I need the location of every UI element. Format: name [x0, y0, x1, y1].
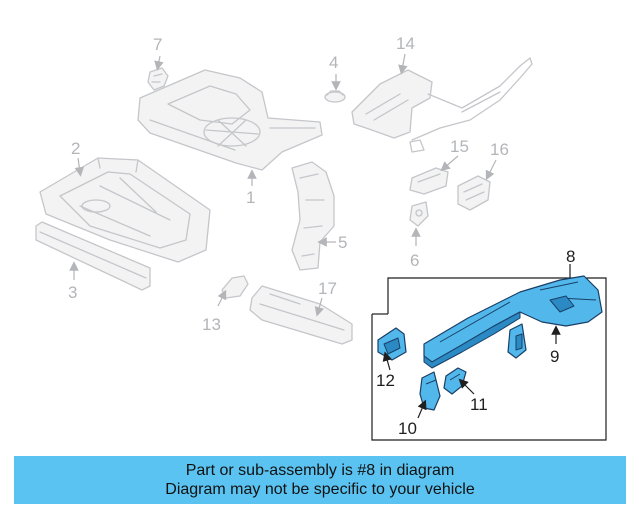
- parts-diagram: 7 4 14 2 1 15 16 5 6 3 13 17 8 9 12 10 1…: [35, 34, 607, 441]
- callout-7: 7: [153, 35, 162, 54]
- part-11-bracket: [443, 367, 467, 395]
- callout-17: 17: [318, 279, 337, 298]
- part-17-crossmember: [249, 285, 353, 345]
- part-9-rear-side-member: [423, 275, 603, 369]
- callout-6: 6: [410, 251, 419, 270]
- part-3-sill-rail: [35, 221, 151, 291]
- part-16-bracket: [457, 175, 491, 211]
- banner-line-1: Part or sub-assembly is #8 in diagram: [185, 462, 455, 479]
- callout-10: 10: [398, 419, 417, 438]
- leader-10: [417, 399, 427, 419]
- part-5-rear-pillar: [291, 161, 335, 271]
- callout-11: 11: [470, 395, 488, 414]
- part-14-rear-side-member: [351, 57, 533, 153]
- info-banner: Part or sub-assembly is #8 in diagram Di…: [14, 456, 626, 504]
- callout-15: 15: [450, 137, 469, 156]
- callout-1: 1: [246, 188, 255, 207]
- part-1-rear-floor-pan: [137, 69, 323, 171]
- part-9-upright-bracket: [507, 323, 527, 359]
- callout-8: 8: [566, 247, 575, 266]
- callout-16: 16: [490, 140, 509, 159]
- banner-line-2: Diagram may not be specific to your vehi…: [165, 481, 475, 498]
- part-13-gusset: [221, 275, 249, 299]
- leader-17: [314, 297, 324, 317]
- leader-2: [74, 157, 85, 177]
- callout-13: 13: [202, 315, 221, 334]
- leader-12: [382, 351, 392, 371]
- part-15-bracket: [409, 167, 449, 195]
- callout-5: 5: [338, 233, 347, 252]
- callout-12: 12: [376, 371, 395, 390]
- callout-4: 4: [329, 53, 338, 72]
- callout-9: 9: [550, 347, 559, 366]
- leader-11: [458, 378, 475, 395]
- leader-14: [398, 53, 408, 75]
- assembly-8-box: [371, 277, 607, 441]
- leader-13: [217, 289, 227, 307]
- leader-7: [154, 55, 164, 71]
- leader-15: [440, 155, 459, 172]
- part-12-bracket: [377, 327, 407, 361]
- part-10-bracket: [419, 371, 441, 411]
- callout-14: 14: [396, 34, 415, 53]
- part-4-plug: [324, 90, 346, 103]
- callout-2: 2: [71, 139, 80, 158]
- part-6-clip: [409, 201, 429, 227]
- leader-16: [485, 159, 497, 181]
- callout-3: 3: [68, 283, 77, 302]
- part-2-front-floor-pan: [39, 157, 211, 263]
